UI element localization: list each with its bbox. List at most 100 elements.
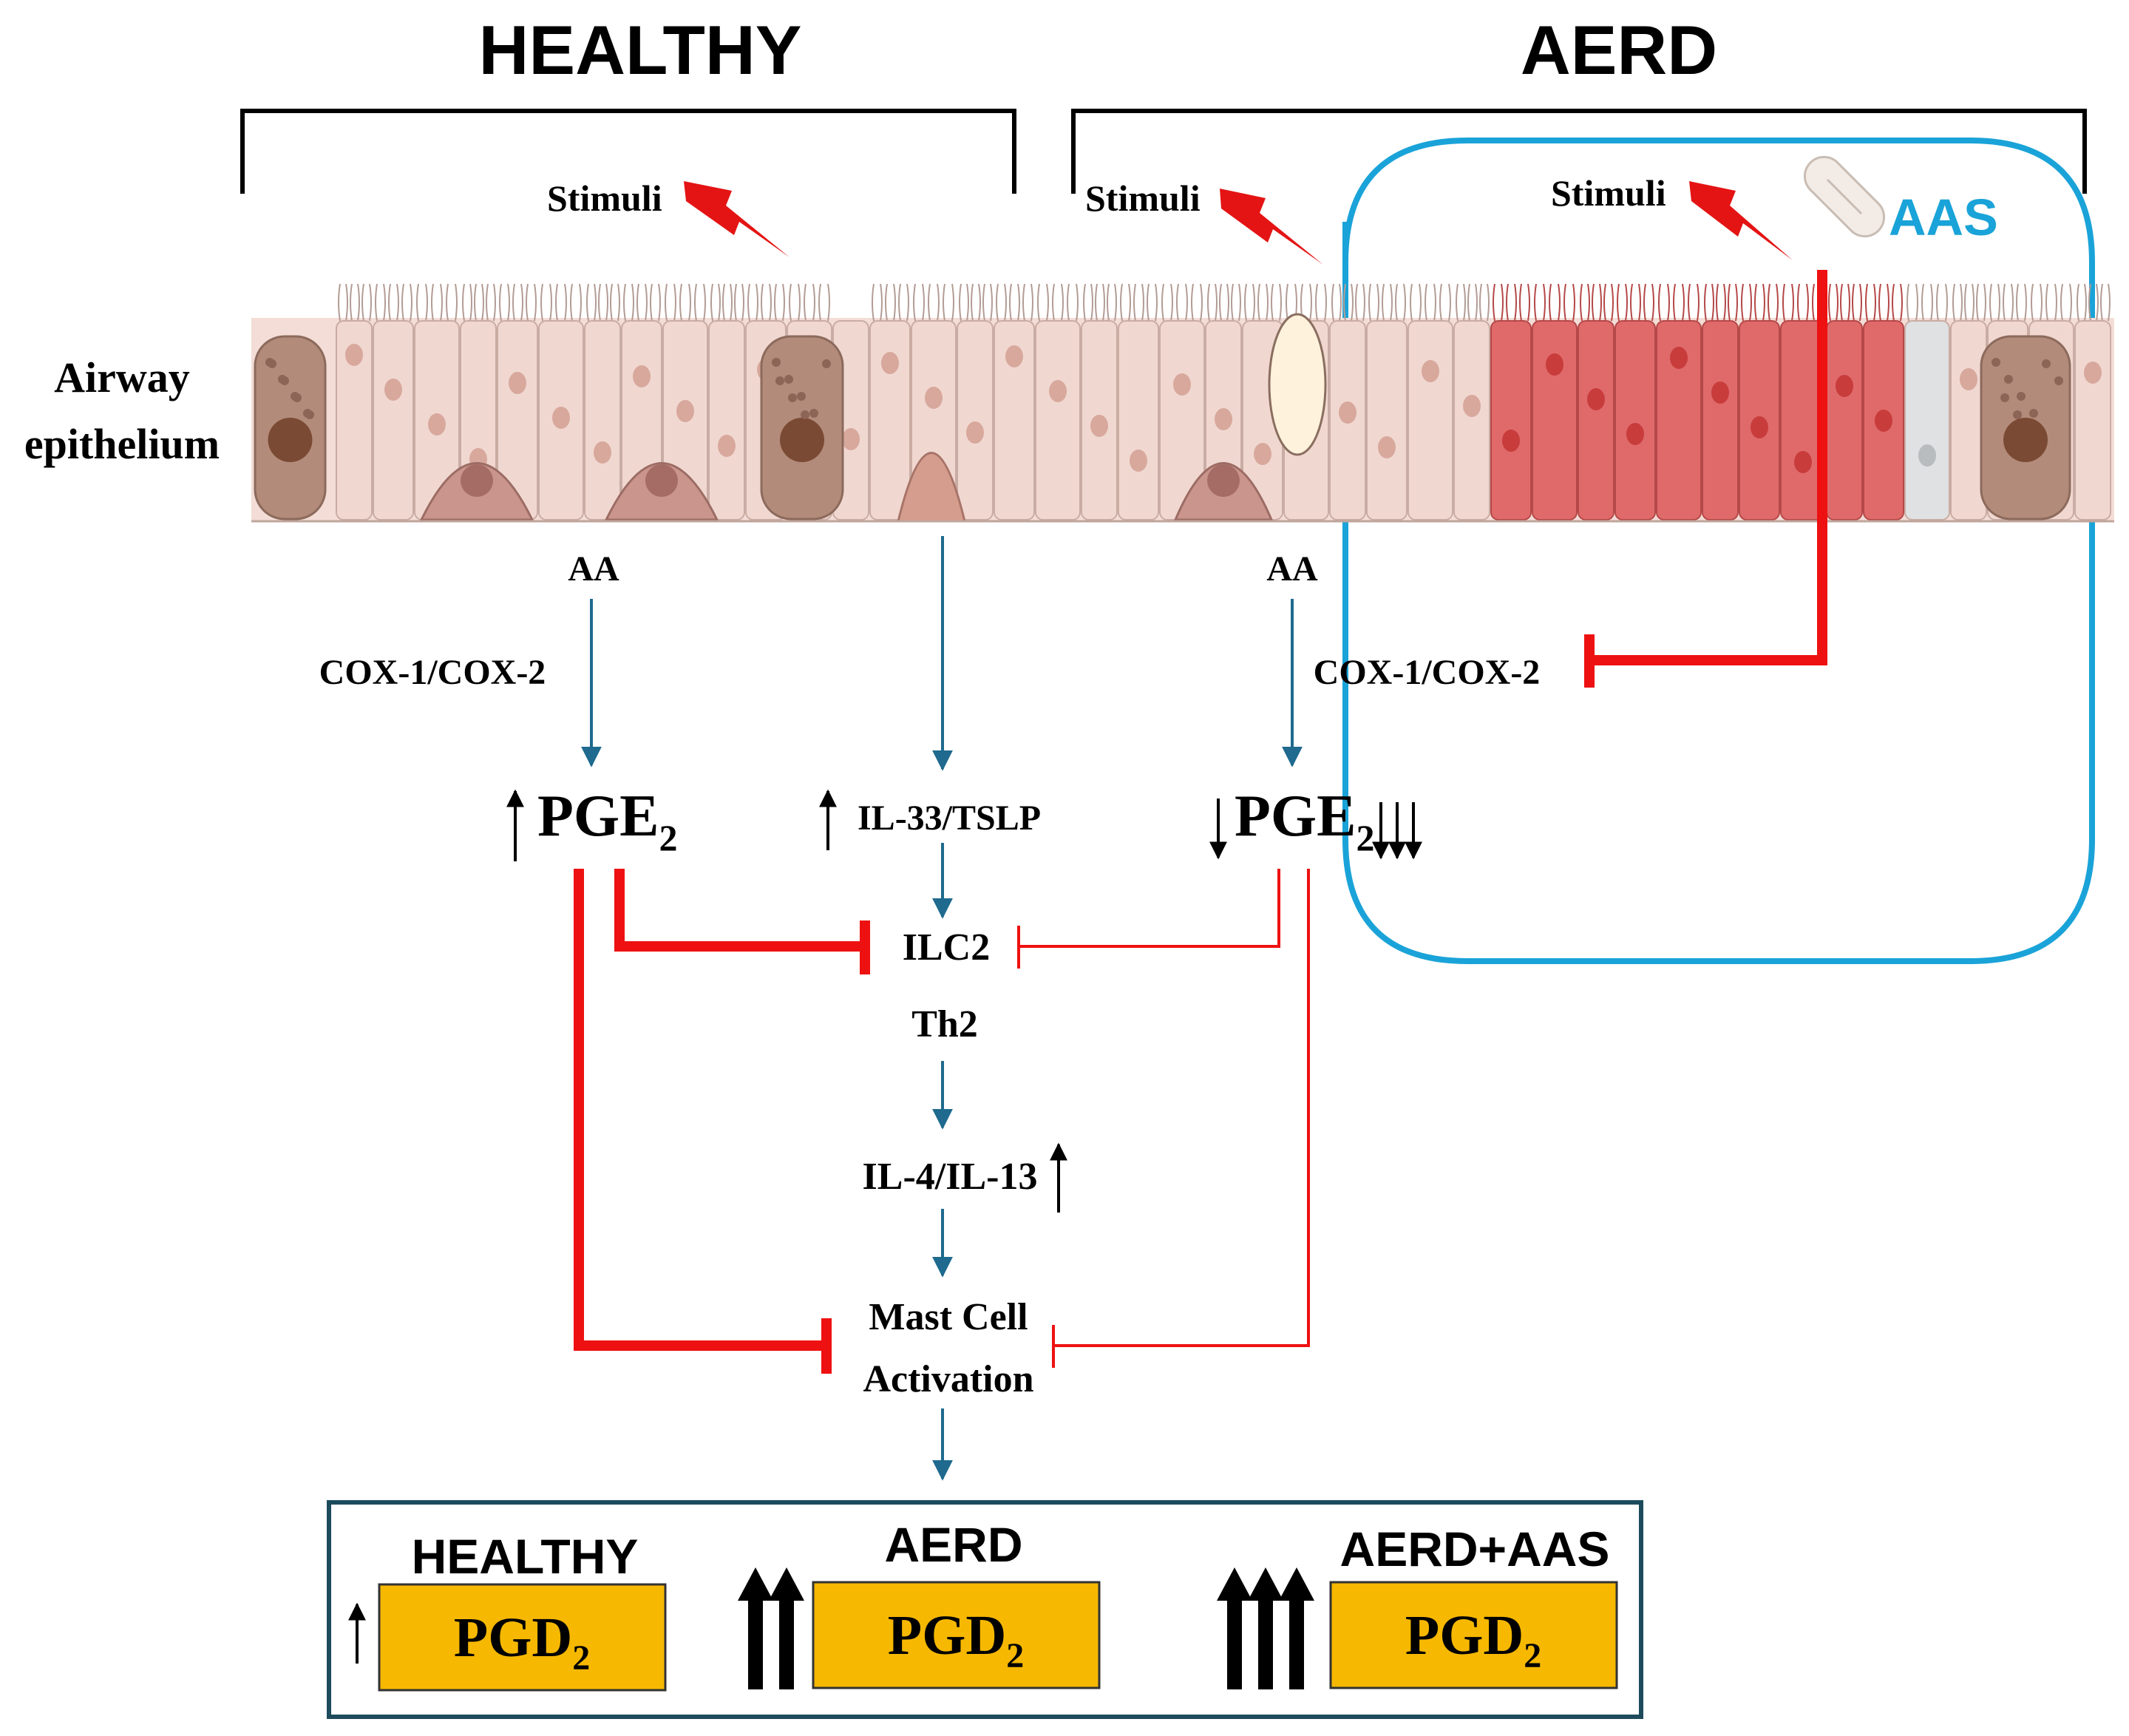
cilium bbox=[455, 283, 458, 322]
cilium bbox=[1964, 283, 1967, 322]
pge-right-subscript: 2 bbox=[1356, 817, 1374, 858]
cilium bbox=[1315, 283, 1318, 322]
cilium bbox=[520, 283, 523, 322]
cilium bbox=[885, 283, 888, 322]
cilium bbox=[617, 283, 620, 322]
epithelial-cell bbox=[1453, 320, 1490, 521]
cilium bbox=[610, 283, 613, 322]
cilium bbox=[747, 283, 750, 322]
cilium bbox=[1873, 283, 1876, 322]
cilium bbox=[2100, 283, 2103, 322]
cilium bbox=[769, 283, 772, 322]
cell-nucleus bbox=[345, 344, 363, 366]
aerd-bracket bbox=[1071, 109, 2087, 194]
cilium bbox=[1355, 283, 1358, 322]
stimuli-label-aerd: Stimuli bbox=[1085, 177, 1201, 219]
lightning-icon-aerd-aas bbox=[1689, 181, 1793, 260]
pgd-box-healthy bbox=[378, 1583, 667, 1692]
epithelial-cell bbox=[1826, 320, 1863, 521]
cilium bbox=[636, 283, 639, 322]
cilium bbox=[345, 283, 348, 322]
cilium bbox=[1506, 283, 1509, 322]
pgd-healthy-text: PGD bbox=[454, 1607, 572, 1669]
cilium bbox=[2045, 283, 2048, 322]
cilium bbox=[1878, 283, 1881, 322]
cilium bbox=[1390, 283, 1393, 322]
cilium bbox=[1711, 283, 1714, 322]
cilium bbox=[2024, 283, 2027, 322]
cilium bbox=[1009, 283, 1012, 322]
outcome-panel bbox=[327, 1500, 1643, 1719]
cilium bbox=[1892, 283, 1895, 322]
cilium bbox=[1215, 283, 1218, 322]
cilium bbox=[1410, 283, 1413, 322]
cilium bbox=[1076, 283, 1079, 322]
cilium bbox=[990, 283, 993, 322]
cilium bbox=[789, 283, 792, 322]
cilium bbox=[1286, 283, 1288, 322]
cilium bbox=[996, 283, 999, 322]
pge-right-ilc2-inhibition bbox=[1019, 869, 1280, 948]
outcome-label-aerd: AERD bbox=[884, 1517, 1022, 1572]
cilium bbox=[1611, 283, 1614, 322]
pgd-label-aerd: PGD2 bbox=[888, 1604, 1024, 1675]
cilium bbox=[893, 283, 896, 322]
cilium bbox=[1754, 283, 1757, 322]
cilium bbox=[650, 283, 653, 322]
cell-nucleus bbox=[1090, 415, 1108, 437]
cilium bbox=[1543, 283, 1546, 322]
epithelial-cell bbox=[869, 320, 911, 521]
cilium bbox=[1095, 283, 1098, 322]
il33-label: IL-33/TSLP bbox=[858, 799, 1041, 838]
cilium bbox=[2016, 283, 2019, 322]
cell-nucleus bbox=[881, 352, 899, 374]
cell-nucleus bbox=[633, 365, 651, 387]
cilium bbox=[1572, 283, 1575, 322]
cilium bbox=[570, 283, 573, 322]
cilium bbox=[2011, 283, 2014, 322]
cilium bbox=[2003, 283, 2006, 322]
cell-nucleus bbox=[1836, 375, 1853, 397]
cilium bbox=[1728, 283, 1731, 322]
cilium bbox=[401, 283, 404, 322]
cilium bbox=[357, 283, 360, 322]
cell-nucleus bbox=[1502, 430, 1520, 452]
cell-nucleus bbox=[1378, 436, 1396, 458]
cilium bbox=[1176, 283, 1179, 322]
granule bbox=[775, 376, 784, 385]
epithelial-cell bbox=[1702, 320, 1739, 521]
cilium bbox=[710, 283, 713, 322]
cilium bbox=[431, 283, 434, 322]
pge-left-text: PGE bbox=[537, 784, 659, 849]
epithelial-cell bbox=[1532, 320, 1578, 521]
cell-nucleus bbox=[1670, 347, 1688, 369]
cell-nucleus bbox=[594, 441, 611, 464]
cilium bbox=[1859, 283, 1862, 322]
granule bbox=[2004, 375, 2013, 384]
cilium bbox=[1836, 283, 1838, 322]
cilium bbox=[410, 283, 412, 322]
cilium bbox=[1271, 283, 1274, 322]
cilium bbox=[1625, 283, 1628, 322]
pgd-aerd-aas-text: PGD bbox=[1405, 1604, 1524, 1667]
cilium bbox=[481, 283, 484, 322]
stimuli-label-aerd-aas: Stimuli bbox=[1551, 172, 1666, 214]
cilium bbox=[1368, 283, 1371, 322]
cilium bbox=[1238, 283, 1241, 322]
secretory-cell bbox=[897, 452, 966, 523]
cilium bbox=[474, 283, 477, 322]
cilium bbox=[827, 283, 830, 322]
cilium bbox=[425, 283, 428, 322]
granule bbox=[822, 359, 831, 368]
cilium bbox=[1704, 283, 1707, 322]
cilium bbox=[898, 283, 901, 322]
cilium bbox=[906, 283, 909, 322]
cilium bbox=[937, 283, 940, 322]
cilium bbox=[507, 283, 510, 322]
cilium bbox=[1362, 283, 1365, 322]
cell-nucleus bbox=[1463, 395, 1481, 417]
lightning-icon-healthy bbox=[684, 181, 790, 257]
epithelial-cell bbox=[1904, 320, 1950, 521]
cilium bbox=[1972, 283, 1974, 322]
